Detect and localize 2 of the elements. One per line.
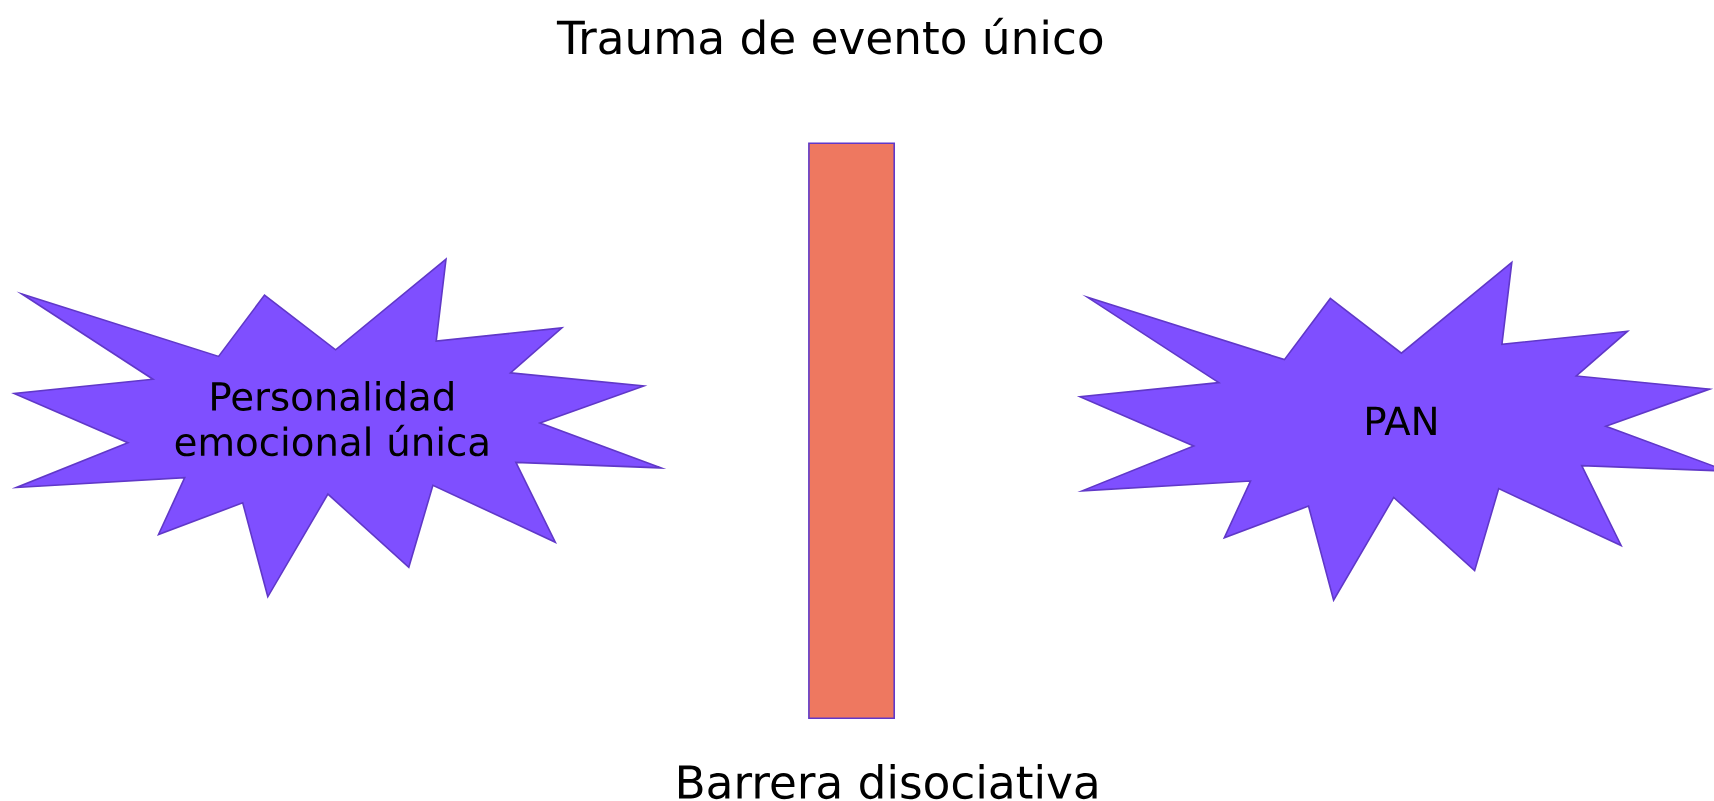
title: Trauma de evento único — [556, 17, 1103, 55]
node-label: Barrera disociativa — [679, 764, 1097, 800]
